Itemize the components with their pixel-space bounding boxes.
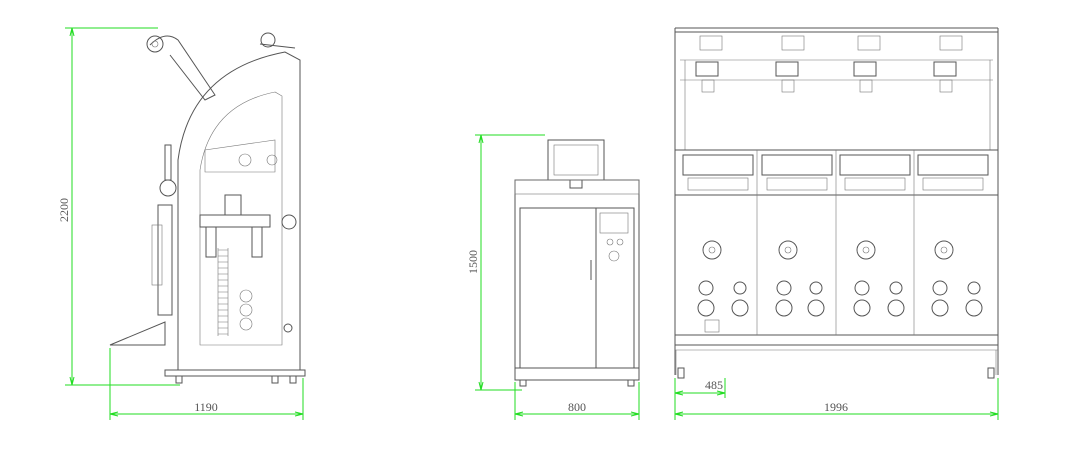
side-view-dimensions: 2200 1190 <box>57 27 304 420</box>
module-separators <box>756 150 915 335</box>
side-height-label: 2200 <box>57 198 71 222</box>
front-width-label: 1996 <box>824 400 848 414</box>
side-width-label: 1190 <box>194 400 218 414</box>
cabinet-dimensions: 1500 800 <box>466 134 640 420</box>
side-view-machine <box>109 32 306 384</box>
control-cabinet <box>514 139 640 387</box>
cabinet-width-label: 800 <box>568 400 586 414</box>
spindle-head-1 <box>682 35 754 333</box>
front-offset-label: 485 <box>705 378 723 392</box>
spindle-head-4 <box>917 35 989 317</box>
front-view-dimensions: 485 1996 <box>674 378 999 420</box>
spindle-head-2 <box>761 35 833 317</box>
coil-spring <box>217 248 229 336</box>
spindle-head-3 <box>839 35 911 317</box>
cabinet-height-label: 1500 <box>466 250 480 274</box>
front-view-machine <box>674 27 999 379</box>
